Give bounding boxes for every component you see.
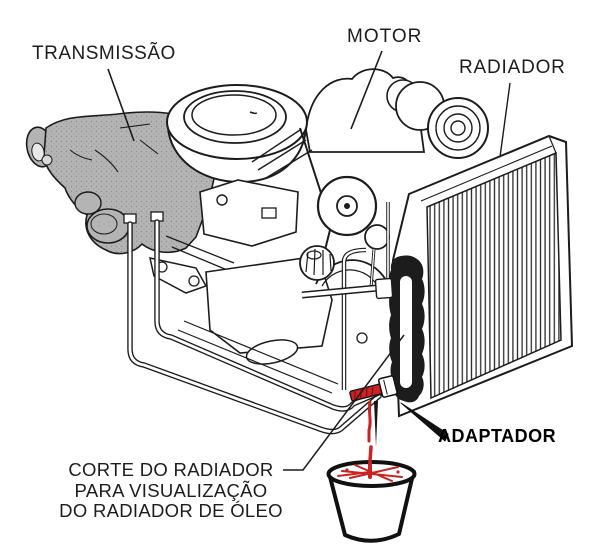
label-motor: MOTOR <box>347 26 423 47</box>
leader-lines <box>107 50 511 471</box>
filler-ball <box>364 224 390 250</box>
caption-line-1: CORTE DO RADIADOR <box>68 459 274 480</box>
adapter-hex-head <box>377 375 398 398</box>
water-pump-pulley <box>427 97 489 159</box>
caption-line-2: PARA VISUALIZAÇÃO <box>74 479 268 501</box>
radiator-leader <box>499 82 511 158</box>
motor-leader <box>350 50 383 130</box>
cutaway-caption: CORTE DO RADIADOR PARA VISUALIZAÇÃO DO R… <box>40 459 302 522</box>
transmission-leader <box>107 68 135 142</box>
air-cleaner-lid <box>166 84 308 160</box>
cup-body <box>327 469 416 543</box>
engine-drawing <box>149 68 489 394</box>
radiator-drawing <box>389 134 574 418</box>
distributor-cap <box>299 245 335 281</box>
oil-drip <box>337 400 403 482</box>
oil-cooler-slot <box>400 276 412 388</box>
cutaway-leader <box>283 334 405 471</box>
oil-splash <box>337 464 403 482</box>
label-adapter: ADAPTADOR <box>438 426 557 446</box>
oil-stream <box>367 400 372 443</box>
radiator-core-fins <box>426 151 562 400</box>
label-radiator: RADIADOR <box>459 57 566 78</box>
label-transmission: TRANSMISSÃO <box>32 43 176 64</box>
adapter-arrow <box>400 402 449 442</box>
caption-line-3: DO RADIADOR DE ÓLEO <box>59 500 283 521</box>
